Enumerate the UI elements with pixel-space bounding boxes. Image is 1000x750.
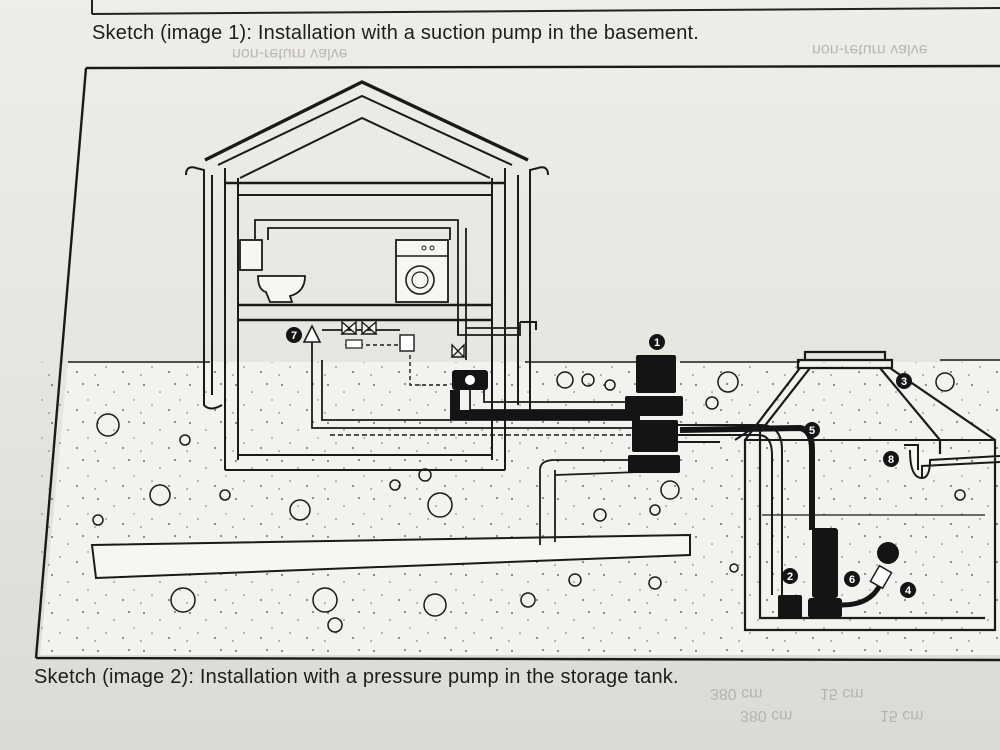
outdoor-tap-icon [520, 312, 537, 330]
overflow-pipe [539, 459, 641, 545]
callout-3-text: 3 [901, 376, 907, 388]
control-box [399, 334, 415, 352]
callout-6: 6 [844, 571, 860, 587]
frame-line [91, 7, 1000, 15]
toilet-cistern [239, 239, 263, 271]
filter-funnel [302, 324, 322, 343]
upper-floor-plumbing [254, 219, 467, 360]
callout-8-text: 8 [888, 454, 894, 466]
submersible-pump [812, 528, 838, 598]
float-hose [841, 583, 883, 608]
callout-7-text: 7 [291, 330, 297, 342]
washing-machine [395, 239, 449, 303]
valve-icon [340, 320, 358, 335]
house [185, 80, 549, 471]
callout-labels: 1 2 3 4 5 6 7 8 [286, 327, 916, 598]
callout-2: 2 [782, 568, 798, 584]
float-filter [869, 564, 893, 590]
wall-feedthrough [625, 355, 683, 473]
washing-machine-door [405, 265, 435, 295]
callout-4: 4 [900, 582, 916, 598]
callout-2-text: 2 [787, 571, 793, 583]
callout-1: 1 [649, 334, 665, 350]
callout-1-text: 1 [654, 337, 660, 349]
stones [92, 371, 966, 633]
callout-5-text: 5 [809, 425, 815, 437]
suction-filter [778, 595, 802, 619]
float-ball [877, 542, 899, 564]
valve-icon [360, 320, 378, 335]
caption-image-1: Sketch (image 1): Installation with a su… [92, 22, 700, 44]
storage-tank [743, 350, 997, 632]
suction-line [450, 390, 640, 420]
callout-8: 8 [883, 451, 899, 467]
callout-4-text: 4 [905, 585, 912, 597]
pump-base [808, 598, 842, 618]
inflow-pipe [909, 449, 1000, 480]
toilet [257, 275, 306, 303]
callout-7: 7 [286, 327, 302, 343]
caption-image-2: Sketch (image 2): Installation with a pr… [34, 666, 679, 688]
callout-6-text: 6 [849, 574, 855, 586]
ground-gravel [40, 362, 1000, 654]
callout-5: 5 [804, 422, 820, 438]
stop-valve-icon [450, 343, 466, 358]
drain-channel [90, 533, 691, 580]
callout-3: 3 [896, 373, 912, 389]
